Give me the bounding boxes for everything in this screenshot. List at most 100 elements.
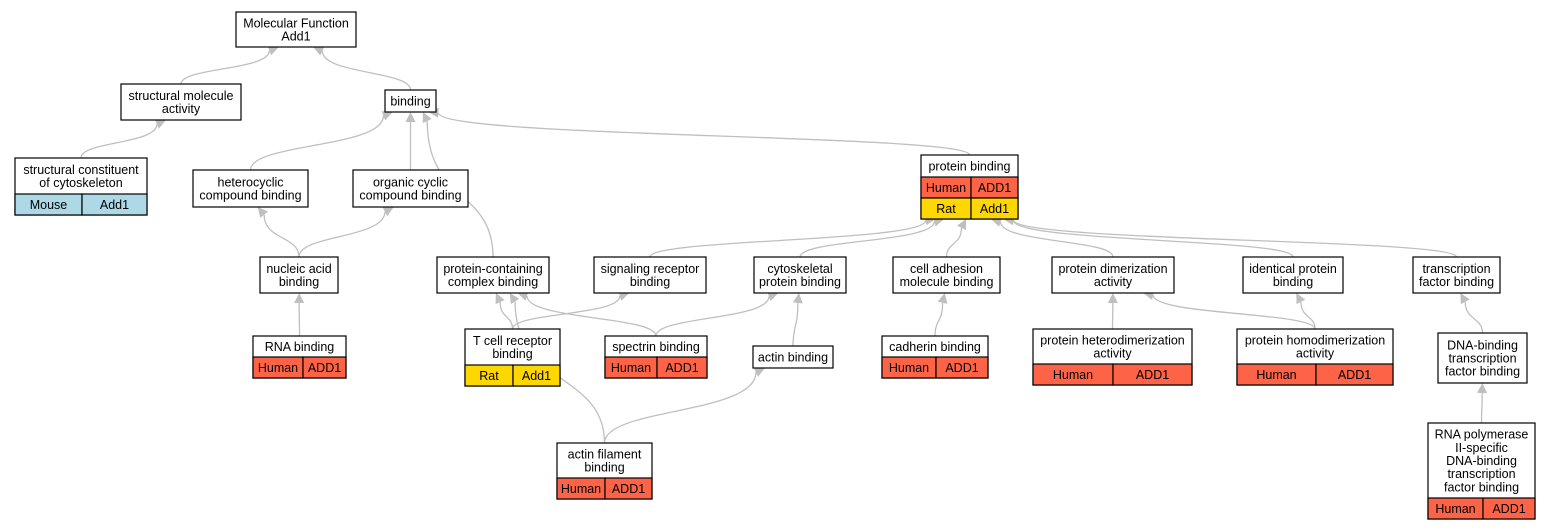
go-term-node-binding[interactable]: binding	[384, 89, 437, 113]
node-box	[593, 256, 707, 294]
node-label: protein dimerization	[1058, 262, 1167, 276]
node-label: compound binding	[359, 189, 461, 203]
gene-label: Add1	[522, 369, 551, 383]
edge-cytoskeletal-to-protein-binding	[799, 221, 936, 258]
edge-tcell-to-pcc	[499, 302, 514, 330]
edge-tf-binding-to-protein-binding	[1012, 219, 1458, 258]
species-label: Human	[1053, 368, 1093, 382]
node-box	[753, 256, 847, 294]
node-label: complex binding	[448, 275, 538, 289]
gene-cell	[81, 193, 148, 216]
edge-struct-const-to-struct-mol	[80, 123, 158, 159]
node-label: protein heterodimerization	[1040, 333, 1185, 347]
edge-spectrin-to-pcc	[526, 295, 657, 337]
arrowhead	[495, 293, 505, 305]
node-label: RNA polymerase	[1435, 428, 1529, 442]
edge-dimerization-to-protein-binding	[999, 221, 1114, 258]
node-label: protein binding	[759, 275, 841, 289]
node-box	[259, 256, 339, 294]
node-box	[120, 83, 242, 121]
node-label: protein homodimerization	[1245, 333, 1385, 347]
node-box	[1242, 256, 1344, 294]
go-term-node-actin[interactable]: actin binding	[752, 345, 834, 369]
node-box	[384, 89, 437, 113]
node-box	[436, 256, 550, 294]
node-label: activity	[1296, 347, 1335, 361]
node-label: transcription	[1448, 352, 1516, 366]
node-label: signaling receptor	[601, 262, 700, 276]
arrowhead	[267, 45, 279, 56]
node-label: molecule binding	[900, 275, 994, 289]
node-label: factor binding	[1419, 275, 1494, 289]
gene-label: ADD1	[612, 482, 645, 496]
arrowhead	[154, 119, 166, 129]
species-label: Human	[1435, 502, 1475, 516]
gene-label: ADD1	[1338, 368, 1371, 382]
gene-cell	[1482, 497, 1536, 520]
edge-nucleic-to-organic	[298, 211, 386, 258]
edge-hetero-to-binding	[249, 115, 385, 171]
node-label: Molecular Function	[243, 16, 349, 30]
edge-protein-binding-to-binding	[437, 112, 971, 156]
node-label: transcription	[1422, 262, 1490, 276]
node-box	[192, 169, 309, 208]
arrowhead	[1477, 383, 1488, 394]
species-label: Human	[1256, 368, 1296, 382]
node-label: DNA-binding	[1447, 338, 1518, 352]
node-label: heterocyclic	[218, 175, 284, 189]
node-label: factor binding	[1444, 480, 1519, 494]
node-label: DNA-binding	[1446, 454, 1517, 468]
arrowhead	[422, 112, 432, 124]
node-label: organic cyclic	[373, 175, 448, 189]
gene-label: ADD1	[308, 361, 341, 375]
node-label: activity	[1094, 275, 1133, 289]
node-label: binding	[492, 347, 532, 361]
node-label: transcription	[1447, 467, 1515, 481]
go-term-node-rnapol[interactable]: RNA polymeraseII-specificDNA-bindingtran…	[1427, 422, 1536, 520]
node-box	[1412, 256, 1501, 294]
gene-cell	[302, 356, 347, 379]
node-label: cadherin binding	[889, 340, 981, 354]
node-label: activity	[1093, 347, 1132, 361]
node-label: binding	[1273, 275, 1313, 289]
arrowhead	[381, 111, 393, 121]
edge-actin-filament-to-actin	[603, 372, 757, 444]
arrowhead	[294, 293, 305, 304]
node-label: identical protein	[1249, 262, 1337, 276]
gene-cell	[604, 477, 653, 500]
species-label: Human	[611, 361, 651, 375]
node-label: RNA binding	[265, 340, 335, 354]
edge-signaling-to-protein-binding	[649, 220, 927, 258]
arrowhead	[382, 207, 394, 217]
node-box	[1051, 256, 1175, 294]
node-label: structural molecule	[129, 89, 234, 103]
node-label: of cytoskeleton	[39, 176, 122, 190]
node-label: cell adhesion	[910, 262, 983, 276]
node-label: II-specific	[1455, 441, 1508, 455]
node-label: binding	[630, 275, 670, 289]
